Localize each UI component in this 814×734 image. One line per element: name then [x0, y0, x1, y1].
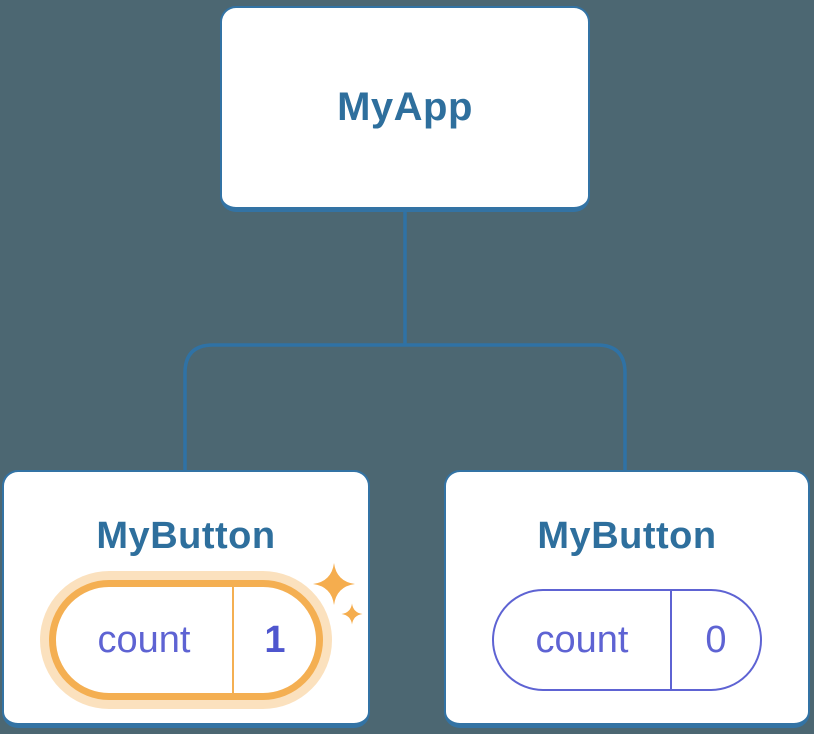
child-component-node-default: MyButton count 0	[444, 470, 810, 728]
sparkle-small	[341, 603, 363, 625]
state-value: 0	[670, 591, 760, 689]
child-component-node-highlighted: MyButton count 1	[2, 470, 370, 728]
child-node-label: MyButton	[96, 515, 276, 557]
state-value: 1	[232, 587, 316, 693]
state-pill-highlighted: count 1	[49, 580, 323, 700]
state-key-label: count	[97, 618, 191, 661]
root-node-label: MyApp	[337, 85, 473, 129]
state-key-label: count	[535, 618, 629, 661]
sparkle-large	[313, 563, 355, 605]
state-pill-default: count 0	[492, 589, 762, 691]
branch-bracket-line	[183, 343, 627, 470]
child-node-label: MyButton	[537, 515, 717, 557]
root-component-node: MyApp	[220, 6, 590, 212]
